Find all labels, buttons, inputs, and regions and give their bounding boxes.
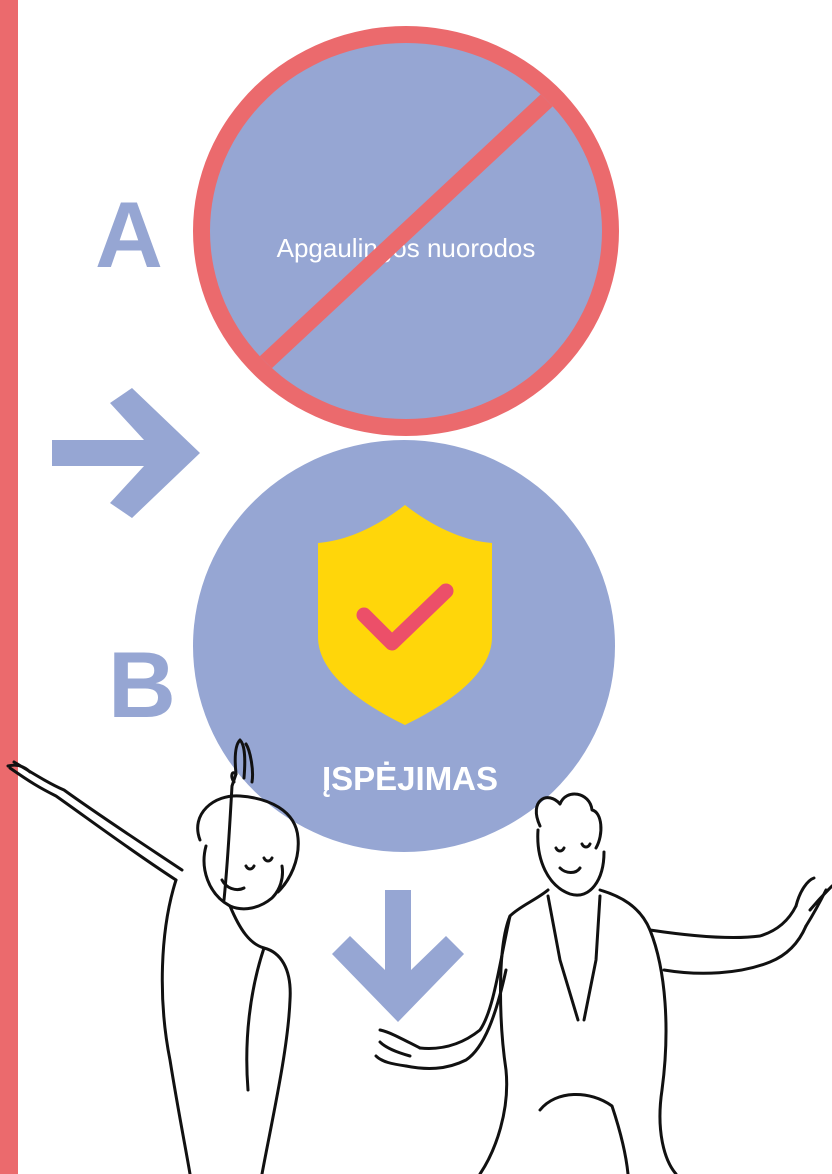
shield-check-icon xyxy=(318,505,492,725)
warning-label: ĮSPĖJIMAS xyxy=(321,760,499,797)
left-accent-bar xyxy=(0,0,18,1174)
arrow-down-icon xyxy=(332,890,464,1022)
people-illustration xyxy=(6,738,832,1174)
step-label-a: A xyxy=(95,182,163,287)
prohibited-icon: Apgaulingos nuorodos xyxy=(193,26,619,436)
arrow-right-icon xyxy=(52,388,200,518)
step-label-b: B xyxy=(108,632,176,737)
prohibited-slash xyxy=(210,47,602,416)
